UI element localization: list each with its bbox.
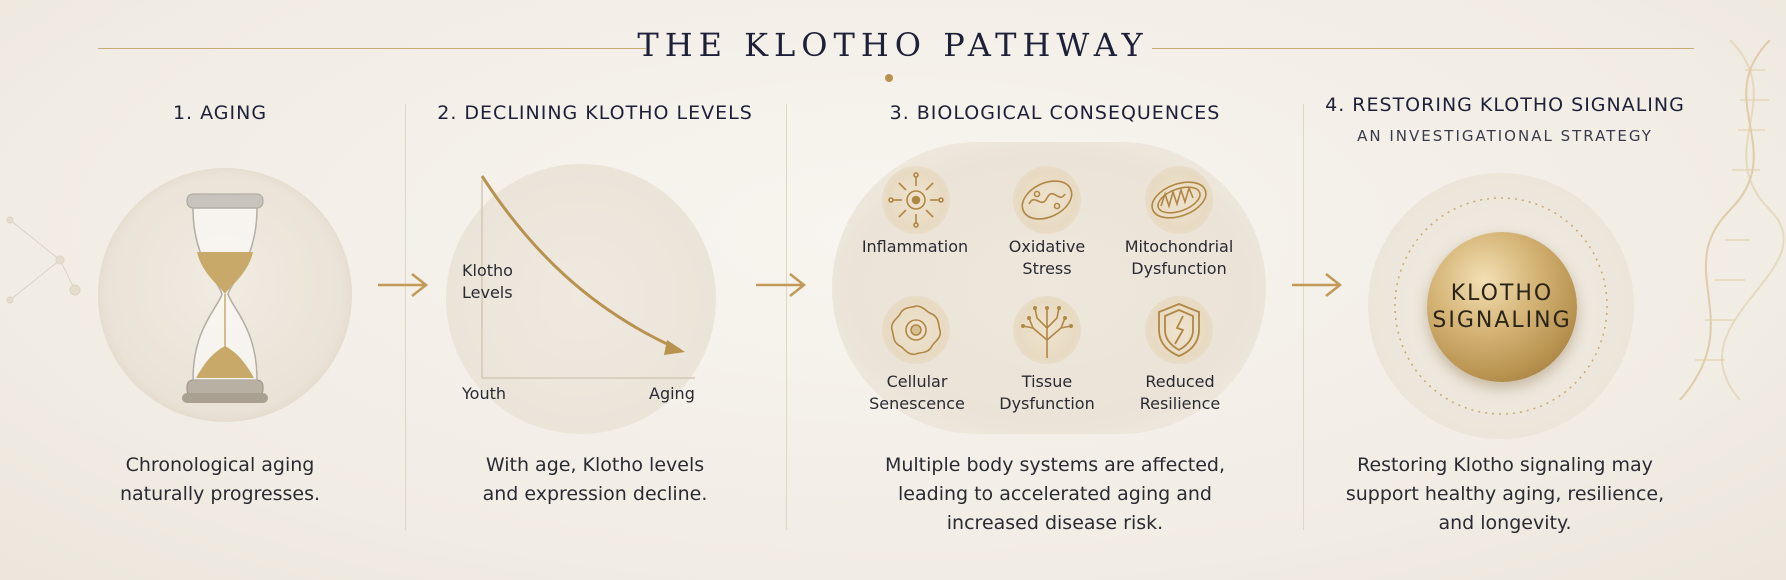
chart-y-label: Klotho Levels [462, 261, 513, 302]
oxidative-stress-icon [1021, 180, 1073, 220]
title-rule-right [1152, 48, 1694, 49]
orb-label: KLOTHO SIGNALING [1432, 281, 1572, 333]
column-heading-declining-klotho: 2. DECLINING KLOTHO LEVELS [437, 102, 753, 124]
column-caption-biological-consequences: Multiple body systems are affected, lead… [884, 454, 1226, 534]
curve-arrowhead [664, 340, 685, 355]
title-ornament-dot [885, 74, 893, 82]
column-caption-declining-klotho: With age, Klotho levels and expression d… [482, 454, 708, 505]
chart-disc [446, 164, 716, 434]
consequence-label-mitochondrial-dysfunction: Mitochondrial Dysfunction [1124, 237, 1234, 278]
network-decoration [6, 216, 81, 304]
column-caption-aging: Chronological aging naturally progresses… [119, 454, 321, 505]
broken-shield-icon-bubble [1145, 296, 1213, 364]
klotho-decline-chart [480, 175, 695, 379]
hourglass-icon [182, 193, 268, 403]
senescent-cell-icon [890, 305, 942, 356]
inflammation-icon [888, 172, 944, 228]
column-heading-aging: 1. AGING [172, 102, 268, 124]
column-caption-restoring-klotho: Restoring Klotho signaling may support h… [1345, 454, 1665, 534]
chart-x-end-label: Aging [649, 384, 695, 403]
chart-x-start-label: Youth [462, 384, 506, 403]
mitochondria-icon-bubble [1145, 166, 1213, 234]
column-heading-restoring-klotho: 4. RESTORING KLOTHO SIGNALING [1325, 94, 1685, 116]
mitochondria-icon [1151, 181, 1207, 219]
consequence-label-inflammation: Inflammation [861, 237, 969, 256]
arrow-right-icon [378, 273, 429, 297]
broken-shield-icon [1158, 303, 1200, 357]
arrow-right-icon [756, 273, 807, 297]
title-rule-left [98, 48, 646, 49]
column-divider-1 [405, 104, 406, 530]
column-subheading-investigational-strategy: AN INVESTIGATIONAL STRATEGY [1357, 127, 1653, 145]
tissue-branch-icon [1021, 306, 1073, 358]
klotho-signaling-orb [1427, 232, 1577, 382]
column-divider-2 [786, 104, 787, 530]
column-heading-biological-consequences: 3. BIOLOGICAL CONSEQUENCES [889, 102, 1221, 124]
arrow-right-icon [1292, 273, 1343, 297]
consequence-label-tissue-dysfunction: Tissue Dysfunction [999, 372, 1095, 413]
klotho-decline-curve [480, 175, 681, 352]
page-title: THE KLOTHO PATHWAY [637, 26, 1149, 64]
orb-dotted-ring [1394, 197, 1608, 415]
consequence-label-cellular-senescence: Cellular Senescence [869, 372, 965, 413]
dna-helix-decoration [1679, 40, 1785, 400]
column-divider-3 [1303, 104, 1304, 530]
consequence-label-oxidative-stress: Oxidative Stress [1008, 237, 1086, 278]
consequence-label-reduced-resilience: Reduced Resilience [1139, 372, 1221, 413]
